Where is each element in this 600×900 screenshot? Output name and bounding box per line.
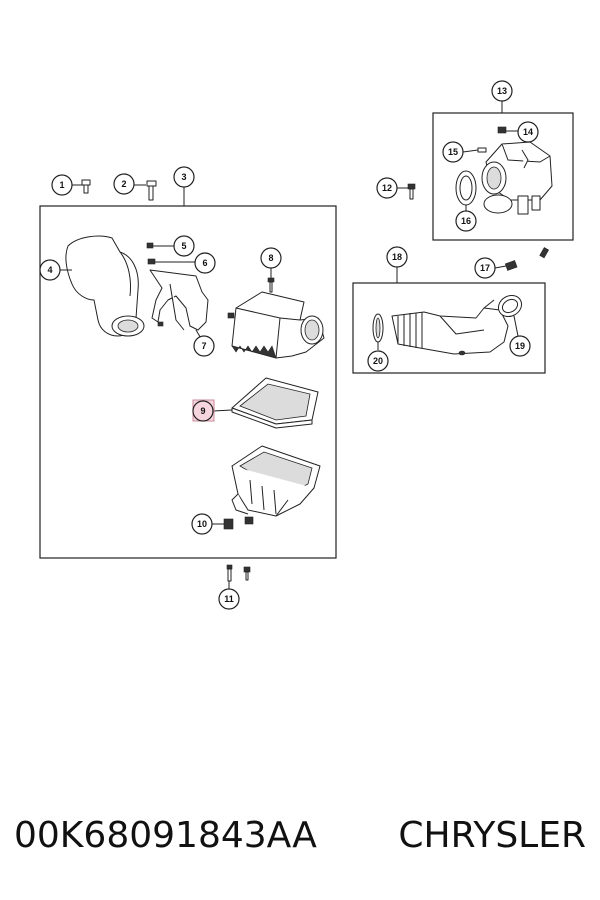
part-18-intake-hose [391, 299, 509, 356]
callout-10-label: 10 [197, 519, 207, 529]
callout-4[interactable]: 4 [39, 259, 61, 281]
part-12-screw [397, 183, 416, 200]
callout-10[interactable]: 10 [191, 513, 213, 535]
part-10-grommet [212, 518, 234, 530]
callout-9[interactable]: 9 [192, 399, 215, 422]
callout-7-label: 7 [201, 341, 206, 351]
part-14-clip [497, 126, 518, 134]
callout-3-label: 3 [181, 172, 186, 182]
part-7-bracket [149, 269, 209, 341]
part-20-clamp [372, 313, 384, 350]
callout-16[interactable]: 16 [455, 210, 477, 232]
part-1-bolt [72, 179, 91, 194]
air-box-cover [227, 291, 325, 359]
part-4-air-duct [58, 235, 145, 337]
part-19-seal [497, 294, 523, 337]
callout-16-label: 16 [461, 216, 471, 226]
callout-6-label: 6 [202, 258, 207, 268]
part-number: 00K68091843AA [14, 814, 317, 856]
part-15-clip [462, 147, 487, 153]
callout-13[interactable]: 13 [491, 80, 513, 102]
part-8-screw [267, 267, 275, 293]
brand-name: CHRYSLER [398, 814, 586, 856]
callout-12-label: 12 [382, 183, 392, 193]
assembly-box-18 [352, 282, 546, 374]
callout-3[interactable]: 3 [173, 166, 195, 188]
callout-14[interactable]: 14 [517, 121, 539, 143]
callout-5-label: 5 [181, 241, 186, 251]
callout-18-label: 18 [392, 252, 402, 262]
callout-5[interactable]: 5 [173, 235, 195, 257]
callout-17-label: 17 [480, 263, 490, 273]
part-16-seal [455, 170, 477, 212]
callout-4-label: 4 [47, 265, 52, 275]
assembly-box-13 [432, 112, 574, 241]
callout-15-label: 15 [448, 147, 458, 157]
part-2-bolt [134, 180, 157, 201]
callout-8[interactable]: 8 [260, 247, 282, 269]
callout-2[interactable]: 2 [113, 173, 135, 195]
callout-12[interactable]: 12 [376, 177, 398, 199]
part-5-clip [146, 242, 176, 249]
assembly-box-3 [39, 205, 337, 559]
callout-20[interactable]: 20 [367, 350, 389, 372]
callout-7[interactable]: 7 [193, 335, 215, 357]
part-13-resonator [481, 141, 553, 215]
part-9-air-filter [212, 377, 319, 429]
callout-15[interactable]: 15 [442, 141, 464, 163]
callout-1-label: 1 [59, 180, 64, 190]
callout-9-label: 9 [200, 406, 205, 416]
callout-20-label: 20 [373, 356, 383, 366]
caption-bar: 00K68091843AA CHRYSLER [0, 800, 600, 870]
part-6-clip [147, 258, 196, 265]
parts-diagram: 1 2 3 4 5 6 7 8 9 10 11 12 13 14 15 16 1… [39, 80, 574, 610]
callout-19-label: 19 [515, 341, 525, 351]
callout-19[interactable]: 19 [509, 335, 531, 357]
callout-1[interactable]: 1 [51, 174, 73, 196]
callout-6[interactable]: 6 [194, 252, 216, 274]
callout-8-label: 8 [268, 253, 273, 263]
callout-17[interactable]: 17 [474, 257, 496, 279]
callout-2-label: 2 [121, 179, 126, 189]
callout-18[interactable]: 18 [386, 246, 408, 268]
callout-13-label: 13 [497, 86, 507, 96]
air-box-lower-housing [231, 445, 321, 525]
part-17-fastener [494, 247, 550, 271]
callout-14-label: 14 [523, 127, 533, 137]
callout-11[interactable]: 11 [218, 588, 240, 610]
part-11-screws [226, 564, 251, 590]
callout-11-label: 11 [224, 594, 234, 604]
